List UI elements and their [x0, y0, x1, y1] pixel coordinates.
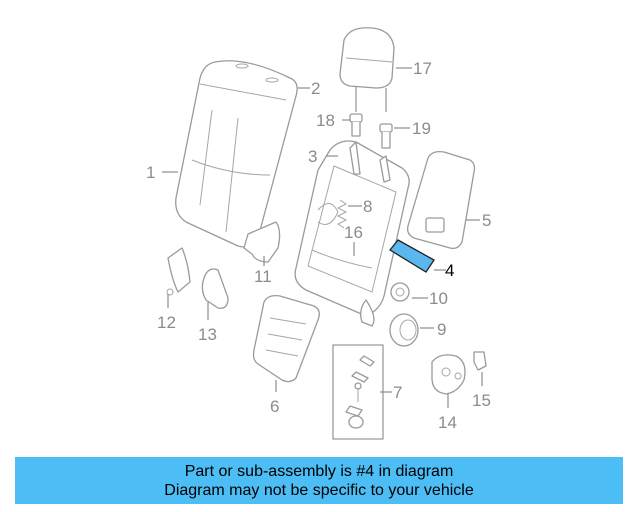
callout-13: 13: [198, 325, 217, 344]
clip-part: [473, 351, 487, 371]
callout-12: 12: [157, 313, 176, 332]
callout-14: 14: [438, 413, 457, 432]
trim-part: [243, 221, 281, 263]
info-banner: Part or sub-assembly is #4 in diagram Di…: [15, 457, 623, 504]
bracket-part: [166, 247, 191, 296]
banner-line-1: Part or sub-assembly is #4 in diagram: [184, 462, 454, 480]
cap-part: [431, 354, 466, 395]
callout-1: 1: [146, 163, 155, 182]
knob-part: [389, 313, 419, 347]
nut-part: [390, 282, 410, 302]
spring-part: [336, 199, 348, 229]
part-4-panel: [389, 239, 435, 273]
callout-2: 2: [311, 79, 320, 98]
callout-15: 15: [472, 391, 491, 410]
callout-10: 10: [429, 289, 448, 308]
callout-11: 11: [254, 267, 272, 286]
callout-6: 6: [270, 397, 279, 416]
seat-back-frame-part: [294, 140, 410, 327]
callouts: 1 2 3 4 5 6 7 8 9 10 11 12 13 14 15 16 1…: [146, 59, 491, 432]
side-cover-part: [201, 268, 229, 309]
seat-back-cover-part: [175, 60, 298, 248]
headrest-part: [339, 27, 395, 112]
callout-4: 4: [445, 261, 454, 280]
callout-17: 17: [413, 59, 432, 78]
back-panel-part: [406, 150, 476, 250]
callout-18: 18: [316, 111, 335, 130]
callout-9: 9: [437, 320, 446, 339]
callout-5: 5: [482, 211, 491, 230]
callout-7: 7: [393, 383, 402, 402]
highlighted-part-4: [389, 239, 435, 273]
callout-16: 16: [344, 223, 363, 242]
callout-19: 19: [412, 119, 431, 138]
headrest-guide-part: [349, 113, 363, 137]
banner-line-2: Diagram may not be specific to your vehi…: [164, 481, 474, 499]
callout-8: 8: [363, 197, 372, 216]
callout-3: 3: [308, 147, 317, 166]
leader-lines: [162, 67, 483, 408]
hardware-kit-part: [332, 344, 384, 440]
side-bolster-part: [252, 294, 320, 383]
headrest-guide-lock-part: [379, 123, 393, 149]
